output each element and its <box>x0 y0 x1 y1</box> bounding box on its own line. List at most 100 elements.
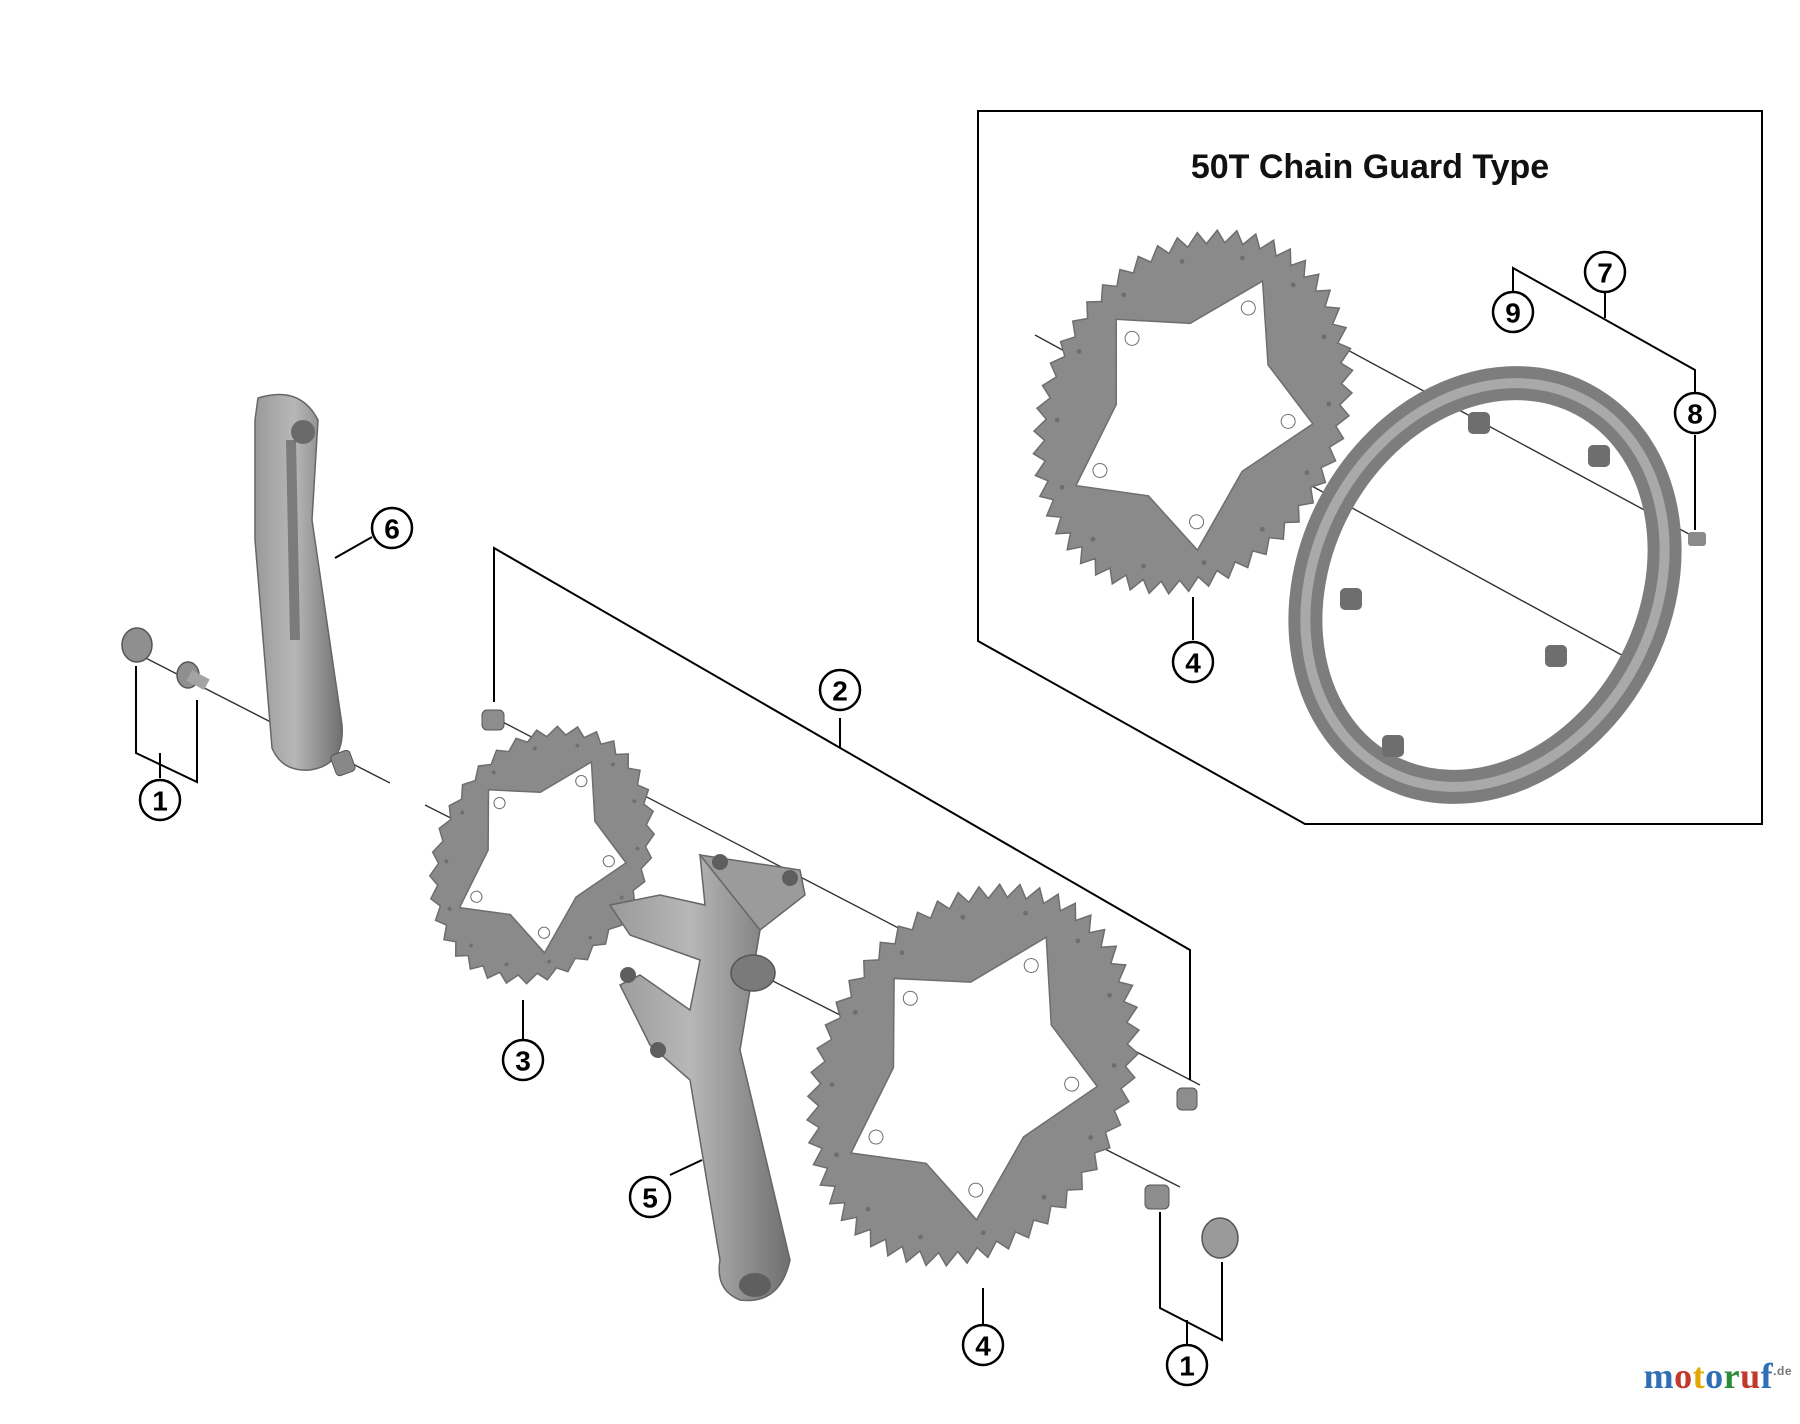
fixing-bolt <box>1144 1184 1170 1210</box>
callout-8: 8 <box>1673 391 1717 435</box>
chainring-bolt-hole <box>493 796 506 810</box>
chainring-rivet <box>1041 1194 1047 1200</box>
chainring-rivet <box>547 959 551 964</box>
chainring-cutout <box>458 760 628 955</box>
chainring-rivet <box>1090 536 1096 542</box>
watermark-letter: r <box>1723 1356 1741 1396</box>
chainring-rivet <box>1075 938 1081 944</box>
guard-boss <box>1588 445 1610 467</box>
chainring-rivet <box>834 1152 839 1158</box>
left-fixing-bolt-set <box>121 627 210 690</box>
svg-text:5: 5 <box>642 1183 658 1214</box>
callout-2: 2 <box>818 668 862 712</box>
chainring-rivet <box>1179 259 1185 264</box>
chainring-rivet <box>1059 484 1065 490</box>
callout-4-main: 4 <box>961 1323 1005 1367</box>
guard-bolt <box>1688 532 1706 546</box>
chainring-bolt <box>481 709 505 731</box>
chainring-rivet <box>588 935 593 940</box>
chainring-rivet <box>447 906 452 911</box>
svg-text:4: 4 <box>975 1331 991 1362</box>
chainring-rivet <box>980 1230 986 1236</box>
chainring-rivet <box>960 914 966 920</box>
chainring-rivet <box>610 762 615 767</box>
chainring-rivet <box>1107 992 1112 998</box>
callout-6: 6 <box>370 506 414 550</box>
chainring-rivet <box>899 950 905 956</box>
chainring-rivet <box>1054 417 1060 423</box>
svg-text:7: 7 <box>1597 258 1613 289</box>
chainring-rivet <box>632 799 637 804</box>
chainring-rivet <box>635 846 640 851</box>
chainring-cutout <box>1074 279 1314 552</box>
inset-frame: 50T Chain Guard Type <box>977 110 1763 825</box>
chainring-bolt-hole <box>1064 1076 1080 1092</box>
watermark-letter: u <box>1740 1356 1761 1396</box>
chainring-bolt-hole <box>1240 300 1256 316</box>
chainring-bolt-set <box>481 709 1198 1111</box>
chainring-rivet <box>619 895 624 900</box>
chainring-rivet <box>852 1010 858 1015</box>
chainring-bolt-hole <box>537 926 551 939</box>
chainring-rivet <box>1088 1135 1094 1140</box>
svg-text:6: 6 <box>384 514 400 545</box>
chainring-rivet <box>469 943 474 948</box>
watermark-letters: motoruf <box>1644 1356 1774 1396</box>
chainring-rivet <box>1259 526 1265 532</box>
chainring-rivet <box>1290 282 1296 288</box>
callout-4-inset: 4 <box>1171 640 1215 684</box>
chainring-rivet <box>575 743 580 748</box>
watermark-logo: motoruf.de <box>1644 1355 1792 1397</box>
chainring-rivet <box>444 859 449 864</box>
guard-boss <box>1340 588 1362 610</box>
chainring-cutout <box>849 935 1099 1222</box>
callout-9: 9 <box>1491 290 1535 334</box>
callout-1-right: 1 <box>1165 1343 1209 1387</box>
chainring-bolt-hole <box>1092 462 1108 478</box>
crank-cap <box>121 627 153 663</box>
chainring-bolt-hole <box>902 990 918 1006</box>
chainring-34t <box>428 725 656 985</box>
chainring-rivet <box>829 1082 835 1087</box>
watermark-letter: f <box>1760 1356 1774 1396</box>
svg-text:4: 4 <box>1185 648 1201 679</box>
chainring-rivet <box>1111 1063 1117 1068</box>
crank-cap <box>1201 1217 1239 1259</box>
chain-guard <box>1288 366 1682 804</box>
chainring-rivet <box>918 1234 923 1240</box>
spindle-bore <box>730 954 776 992</box>
watermark-letter: m <box>1643 1356 1675 1396</box>
callout-7: 7 <box>1583 250 1627 294</box>
guard-boss <box>1545 645 1567 667</box>
left-crank-arm <box>254 393 356 777</box>
guard-boss <box>1468 412 1490 434</box>
svg-text:8: 8 <box>1687 399 1703 430</box>
right-fixing-bolt-set <box>1144 1184 1239 1259</box>
svg-text:1: 1 <box>1179 1351 1195 1382</box>
chainring-rivet <box>504 962 509 967</box>
inset-title: 50T Chain Guard Type <box>1191 148 1549 186</box>
callout-3: 3 <box>501 1038 545 1082</box>
chainring-rivet <box>1076 349 1082 354</box>
chainring-rivet <box>1240 255 1245 261</box>
svg-text:3: 3 <box>515 1046 531 1077</box>
chainring-rivet <box>1121 292 1127 298</box>
chainring-rivet <box>460 810 465 815</box>
chainring-rivet <box>491 770 496 775</box>
chainring-bolt-hole <box>575 774 588 788</box>
fixing-bolt-thread <box>186 670 210 690</box>
svg-text:1: 1 <box>152 786 168 817</box>
chainring-rivet <box>1141 563 1146 569</box>
chainring-bolt-hole <box>602 855 615 868</box>
chainring-bolt-hole <box>1280 413 1296 429</box>
chainring-nut <box>1176 1087 1198 1111</box>
chainring-rivet <box>533 746 537 751</box>
chainring-bolt-hole <box>868 1129 884 1145</box>
chainring-bolt-hole <box>1124 330 1140 346</box>
chainring-bolt-hole <box>470 890 483 903</box>
right-crank-arm <box>608 853 806 1302</box>
watermark-letter: t <box>1692 1356 1706 1396</box>
svg-text:9: 9 <box>1505 298 1521 329</box>
